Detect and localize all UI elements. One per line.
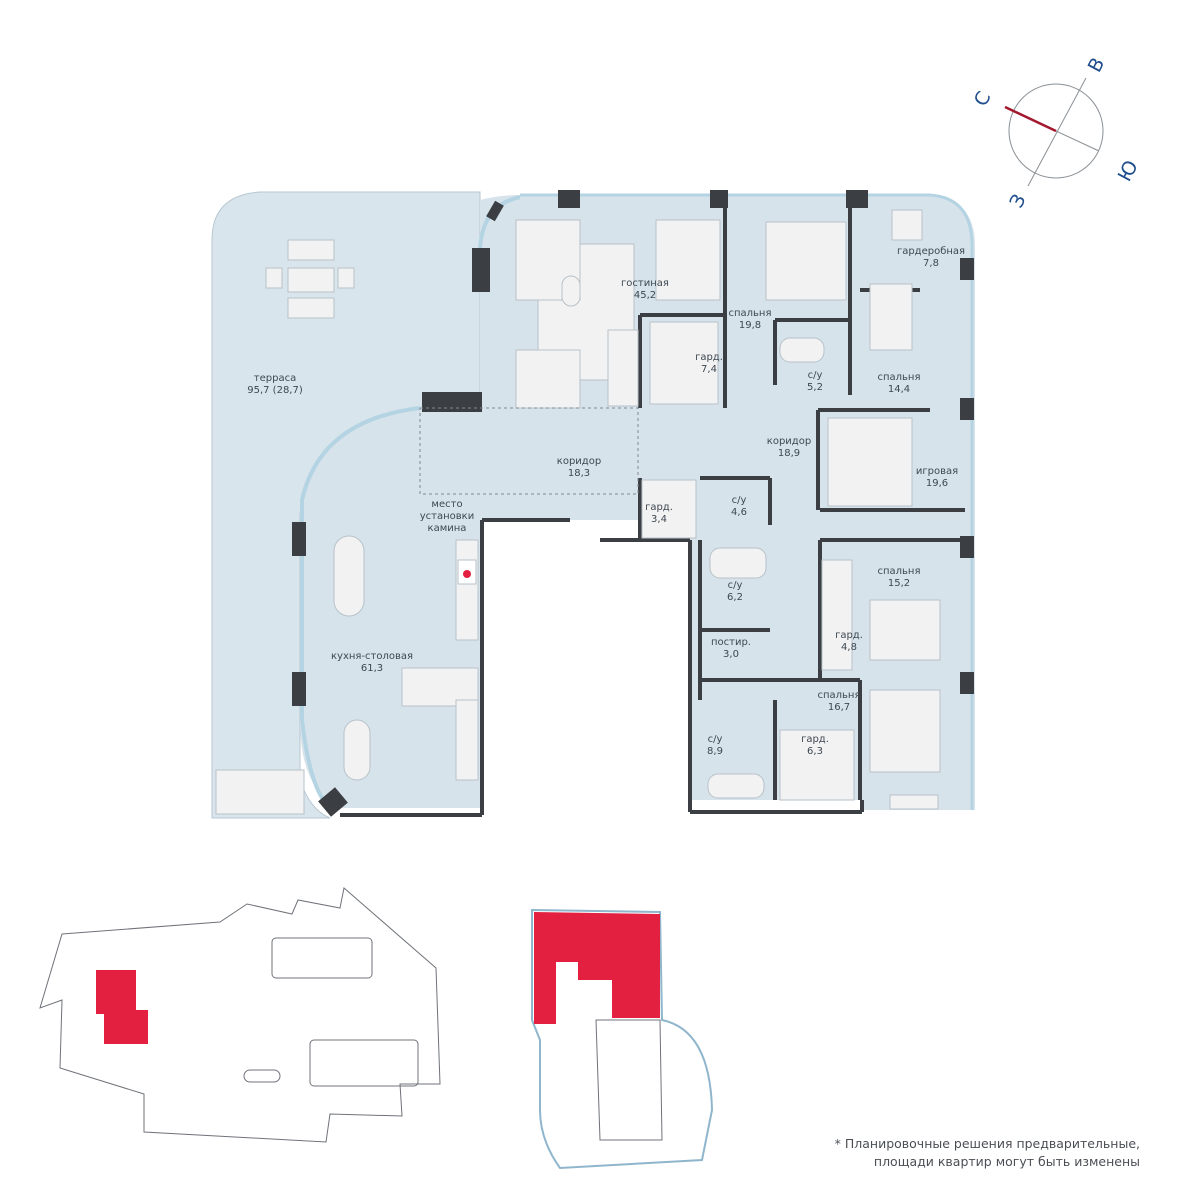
disclaimer-note: * Планировочные решения предварительные,…: [834, 1136, 1140, 1169]
floor-core: [595, 1019, 663, 1141]
wardrobe-3-label: гард.4,8: [835, 630, 863, 653]
furniture: [333, 209, 941, 810]
floor-highlight: [534, 912, 660, 1024]
site-building-c: [243, 1069, 281, 1083]
wardrobe-4-label: гард.6,3: [801, 734, 829, 757]
glass-curve-kitchen: [300, 406, 421, 810]
site-highlight: [96, 970, 148, 1044]
site-building-b: [309, 1039, 419, 1087]
compass-axis-ew: [1027, 77, 1087, 187]
corridor-dashed-area: [419, 407, 639, 495]
laundry-label: постир.3,0: [710, 637, 751, 660]
walls: [340, 200, 965, 817]
glass-facade: [520, 193, 974, 810]
wall-piers: [292, 190, 974, 817]
terrace-furniture: [215, 239, 355, 815]
site-building-a: [271, 937, 373, 979]
compass-needle: [1004, 105, 1057, 133]
wardrobe-2-label: гард.3,4: [645, 502, 673, 525]
compass-circle: [1008, 83, 1104, 179]
wardrobe-1-label: гард.7,4: [695, 352, 723, 375]
floor-outline: [531, 908, 714, 1170]
site-outline: [39, 887, 441, 1143]
